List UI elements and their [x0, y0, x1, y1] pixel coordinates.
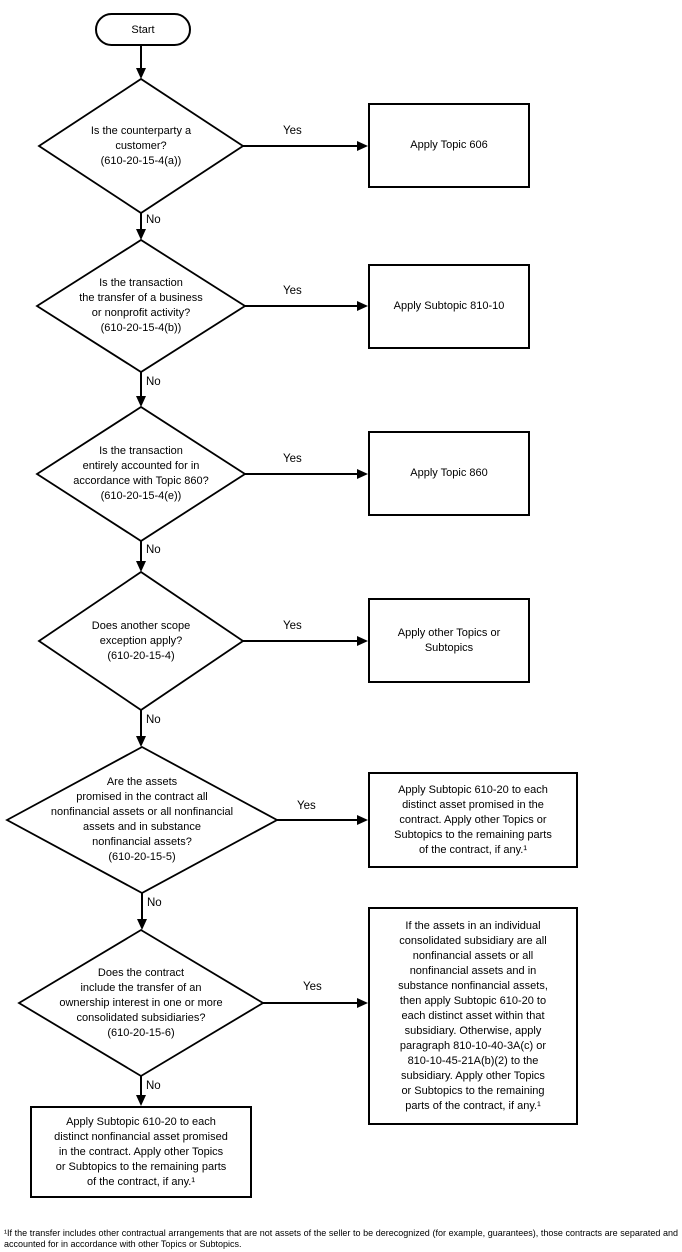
outcome-apply-other-topics-subtopics: Apply other Topics or Subtopics: [368, 598, 530, 683]
decision-diamond-3: [35, 405, 247, 543]
decision-other-scope-exception: Does another scope exception apply? (610…: [91, 619, 191, 662]
arrowhead-d4-yes: [357, 636, 368, 646]
arrowhead-d6-yes: [357, 998, 368, 1008]
outcome-apply-610-20-nonfinancial-asset: Apply Subtopic 610-20 to each distinct n…: [30, 1106, 252, 1198]
decision-diamond-2: [35, 238, 247, 374]
decision-diamond-4: [37, 570, 245, 712]
arrowhead-start-to-d1: [136, 68, 146, 79]
outcome-apply-topic-606: Apply Topic 606: [368, 103, 530, 188]
edge-label-no-4: No: [146, 714, 161, 726]
decision-diamond-1: [37, 77, 245, 215]
edge-label-yes-2: Yes: [283, 285, 302, 297]
edge-label-no-1: No: [146, 214, 161, 226]
edge-label-no-5: No: [147, 897, 162, 909]
arrowhead-d6-to-final: [136, 1095, 146, 1106]
decision-diamond-5: [5, 745, 279, 895]
edge-label-yes-6: Yes: [303, 981, 322, 993]
decision-transfer-business-nonprofit: Is the transaction the transfer of a bus…: [79, 277, 203, 334]
decision-diamond-6: [17, 928, 265, 1078]
arrowhead-d5-to-d6: [137, 919, 147, 930]
edge-label-yes-4: Yes: [283, 620, 302, 632]
arrowhead-d4-to-d5: [136, 736, 146, 747]
decision-all-nonfinancial-assets: Are the assets promised in the contract …: [50, 776, 234, 863]
outcome-apply-topic-860: Apply Topic 860: [368, 431, 530, 516]
outcome-apply-610-20-distinct-asset: Apply Subtopic 610-20 to each distinct a…: [368, 772, 578, 868]
decision-counterparty-customer: Is the counterparty a customer? (610-20-…: [90, 124, 192, 167]
edge-label-no-2: No: [146, 376, 161, 388]
arrowhead-d3-to-d4: [136, 561, 146, 572]
decision-topic-860: Is the transaction entirely accounted fo…: [73, 445, 209, 502]
outcome-subsidiary: If the assets in an individual consolida…: [368, 907, 578, 1125]
edge-label-no-6: No: [146, 1080, 161, 1092]
footnote: ¹If the transfer includes other contract…: [4, 1228, 678, 1249]
arrowhead-d1-yes: [357, 141, 368, 151]
arrowhead-d3-yes: [357, 469, 368, 479]
edge-label-yes-5: Yes: [297, 800, 316, 812]
edge-label-yes-3: Yes: [283, 453, 302, 465]
arrowhead-d2-to-d3: [136, 396, 146, 407]
arrowhead-d5-yes: [357, 815, 368, 825]
decision-consolidated-subsidiaries: Does the contract include the transfer o…: [59, 966, 223, 1039]
start-node-label: Start: [131, 23, 155, 36]
start-node: Start: [95, 13, 191, 46]
arrowhead-d1-to-d2: [136, 229, 146, 240]
edge-label-yes-1: Yes: [283, 125, 302, 137]
outcome-apply-subtopic-810-10: Apply Subtopic 810-10: [368, 264, 530, 349]
arrowhead-d2-yes: [357, 301, 368, 311]
edge-label-no-3: No: [146, 544, 161, 556]
